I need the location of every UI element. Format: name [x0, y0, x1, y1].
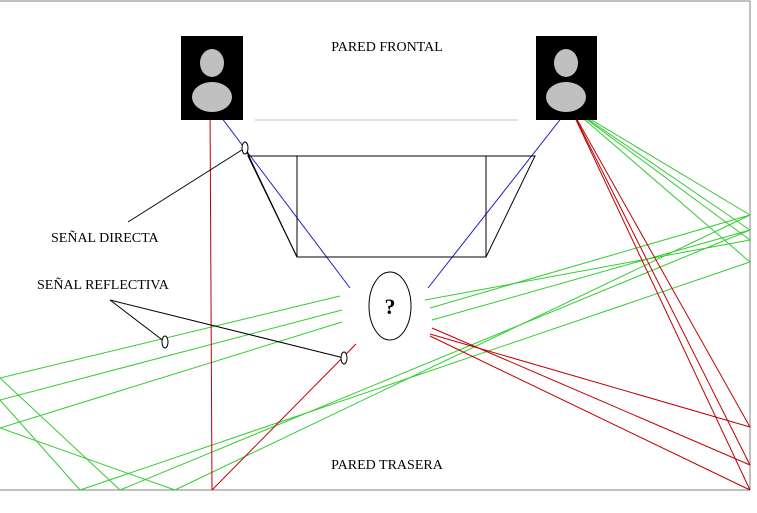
- reflective-rays-red: [209, 104, 751, 491]
- direct-rays: [211, 104, 571, 289]
- reflective-signal-label: SEÑAL REFLECTIVA: [37, 277, 170, 293]
- reflective-rays-green-left: [0, 295, 343, 491]
- direct-signal-label: SEÑAL DIRECTA: [51, 230, 160, 246]
- reflective-rays-green-right: [79, 106, 751, 491]
- front-wall-label: PARED FRONTAL: [331, 40, 443, 55]
- listener: ?: [368, 271, 412, 341]
- callout-reflective: [109, 299, 348, 365]
- callout-direct: [127, 141, 298, 258]
- listener-question-mark: ?: [385, 294, 396, 319]
- speaker-right: [536, 36, 597, 120]
- rear-wall-label: PARED TRASERA: [331, 458, 444, 473]
- room-border: [0, 0, 751, 491]
- speaker-left: [181, 36, 243, 120]
